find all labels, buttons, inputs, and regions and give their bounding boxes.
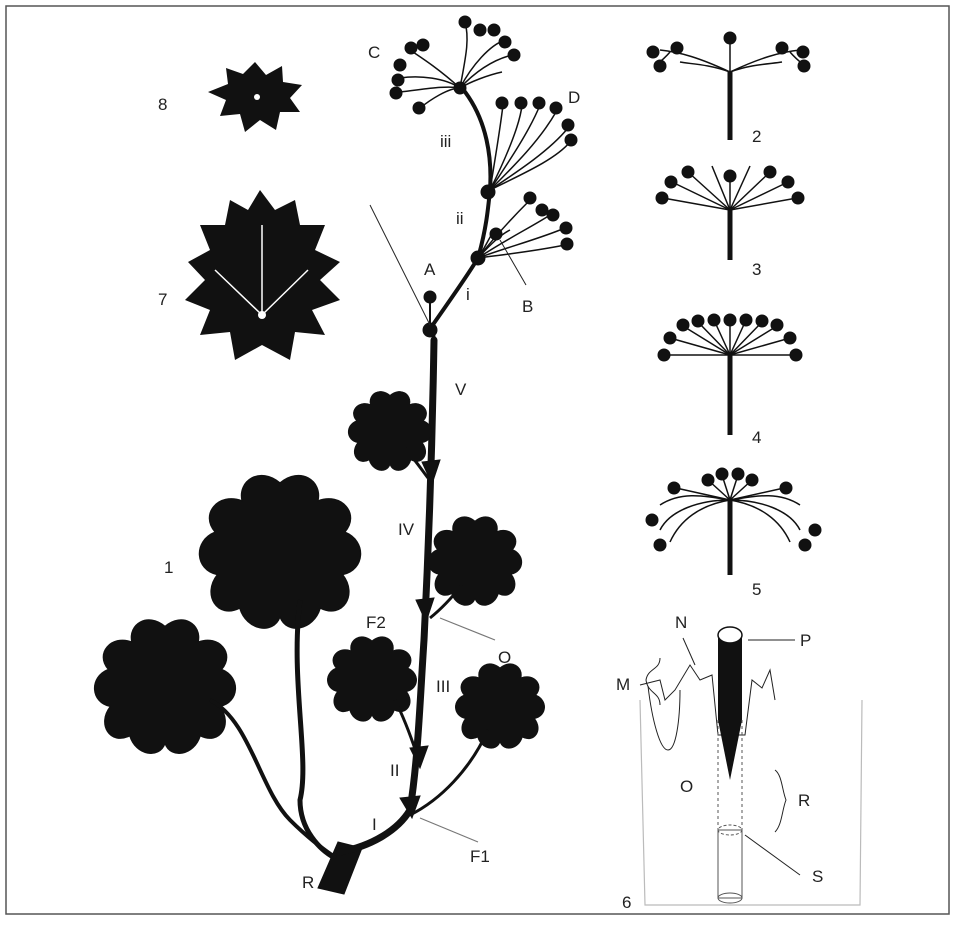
stem-leaf-upper [348,391,432,470]
label-O6: O [680,777,693,796]
label-C: C [368,43,380,62]
label-R6: R [798,791,810,810]
label-N: N [675,613,687,632]
label-F2: F2 [366,613,386,632]
label-II: II [390,761,399,780]
petiole-right-low [410,730,488,815]
cyme-B-flowers [490,192,573,250]
basal-leaf-left [94,620,235,754]
stem-leaf-right-mid [428,517,522,606]
cyme-D-flowers [496,97,577,146]
label-fig-6: 6 [622,893,631,912]
label-O: O [498,648,511,667]
fig2-dichasium [647,32,810,140]
label-fig-7: 7 [158,290,167,309]
label-D: D [568,88,580,107]
label-I: I [372,815,377,834]
stem-leaf-F2 [327,637,416,722]
fig5-branched [646,468,821,575]
label-M: M [616,675,630,694]
fig6-sheath [640,627,862,905]
pointer-A [370,205,430,325]
label-F1: F1 [470,847,490,866]
fig7-leaf [185,190,340,360]
label-i: i [466,285,470,304]
main-plant [94,16,577,894]
label-fig-3: 3 [752,260,761,279]
label-V: V [455,380,467,399]
label-S: S [812,867,823,886]
fig4-umbel [658,314,802,435]
stem-leaf-right-low [455,664,544,749]
label-fig-5: 5 [752,580,761,599]
label-IV: IV [398,520,415,539]
petiole-left [210,700,336,858]
flower-A [424,291,436,303]
label-ii: ii [456,209,464,228]
basal-leaf-large [199,475,360,628]
fig3-compound [656,166,804,260]
label-fig-2: 2 [752,127,761,146]
label-R: R [302,873,314,892]
label-P: P [800,631,811,650]
label-III: III [436,677,450,696]
label-fig-1: 1 [164,558,173,577]
label-fig-8: 8 [158,95,167,114]
pointer-F1 [420,818,478,842]
fig8-leaf [208,62,302,132]
cyme-D [490,105,570,190]
pointer-O [440,618,495,640]
label-fig-4: 4 [752,428,761,447]
outer-border [6,6,949,914]
label-A: A [424,260,436,279]
label-B: B [522,297,533,316]
label-iii: iii [440,132,451,151]
petiole-large [297,600,335,858]
